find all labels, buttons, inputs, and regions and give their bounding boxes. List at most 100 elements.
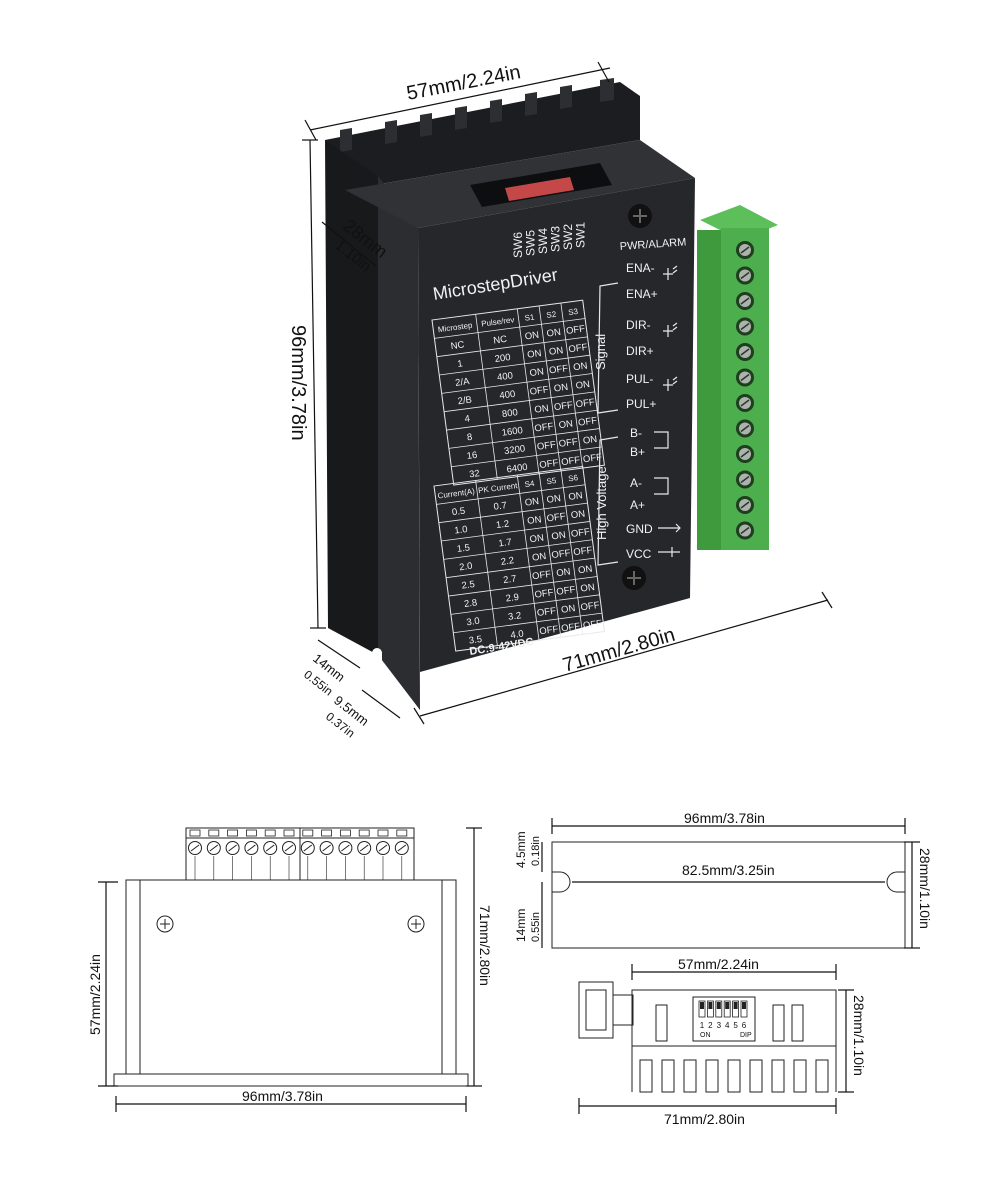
signal-terminal-label: PUL+: [626, 397, 656, 411]
dim-top-height: 57mm/2.24in: [87, 954, 103, 1035]
table-cell: ON: [534, 403, 550, 416]
sw-label: SW4: [536, 228, 550, 254]
terminal-block: [697, 205, 778, 550]
table-cell: 4: [464, 413, 471, 425]
dip-number: 4: [725, 1021, 730, 1030]
table-header-cell: S2: [546, 310, 557, 320]
table-cell: ON: [582, 434, 598, 447]
table-cell: 800: [501, 407, 518, 420]
table-cell: 400: [499, 389, 516, 402]
dim-side-flange-mm: 14mm: [514, 909, 528, 942]
terminal-screw-icon: [394, 841, 409, 855]
table-cell: 8: [466, 432, 473, 444]
table-cell: 1: [457, 358, 464, 370]
table-cell: ON: [553, 382, 569, 395]
heatsink-fins: [325, 78, 640, 190]
table-cell: OFF: [534, 587, 554, 600]
table-cell: OFF: [568, 342, 588, 355]
signal-terminal-label: ENA+: [626, 287, 658, 301]
table-cell: 6400: [506, 462, 528, 476]
dim-side-flange-in: 0.55in: [530, 912, 542, 942]
table-header-cell: S5: [546, 476, 557, 486]
terminal-screw-icon: [244, 841, 259, 855]
signal-label: Signal: [593, 334, 608, 370]
table-cell: 0.5: [451, 506, 466, 519]
table-cell: OFF: [548, 363, 568, 376]
table-cell: ON: [580, 582, 596, 595]
terminal-screw-icon: [300, 841, 315, 855]
table-cell: OFF: [536, 439, 556, 452]
table-cell: 0.7: [493, 500, 508, 513]
left-flange: [325, 140, 378, 655]
terminal-screw-icon: [338, 841, 353, 855]
table-cell: OFF: [580, 600, 600, 613]
table-cell: 3200: [504, 443, 526, 457]
table-cell: ON: [575, 379, 591, 392]
bottom-screw: [622, 566, 646, 590]
table-cell: ON: [548, 345, 564, 358]
coil-icon: [654, 431, 669, 495]
table-cell: OFF: [575, 397, 595, 410]
table-cell: OFF: [582, 618, 602, 631]
signal-terminal-label: DIR-: [626, 318, 651, 332]
terminal-screw-icon: [376, 841, 390, 855]
table-cell: ON: [556, 566, 572, 579]
table-header-cell: S1: [524, 313, 535, 323]
high-voltage-label: High Voltage: [594, 466, 609, 540]
table-cell: 16: [466, 450, 478, 462]
table-cell: ON: [527, 348, 543, 361]
sw-label: SW1: [574, 222, 588, 248]
dim-side-hole-spacing: 82.5mm/3.25in: [682, 862, 775, 878]
table-cell: OFF: [536, 606, 556, 619]
table-cell: ON: [558, 418, 574, 431]
dim-side-top-mm: 4.5mm: [514, 831, 528, 868]
table-cell: 4.0: [510, 629, 525, 642]
table-cell: 1.7: [498, 537, 513, 550]
top-screw: [628, 204, 652, 228]
table-cell: 400: [496, 370, 513, 383]
left-side: [378, 176, 420, 710]
dip-number: 2: [708, 1021, 713, 1030]
table-cell: ON: [568, 490, 584, 503]
power-terminal-label: A-: [630, 476, 642, 490]
dim-iso-height: 96mm/3.78in: [287, 325, 309, 441]
dim-top-width: 96mm/3.78in: [242, 1088, 323, 1104]
terminal-screw-icon: [188, 841, 202, 855]
table-cell: 1600: [501, 425, 523, 439]
dim-end-height: 28mm/1.10in: [851, 995, 867, 1076]
table-cell: NC: [493, 334, 508, 347]
table-cell: ON: [577, 564, 593, 577]
table-cell: ON: [529, 533, 545, 546]
table-cell: ON: [531, 551, 547, 564]
table-cell: 2.7: [503, 574, 518, 587]
terminal-screw-icon: [206, 841, 221, 855]
table-cell: 1.5: [456, 542, 471, 555]
table-cell: OFF: [546, 511, 566, 524]
side-view-drawing: 96mm/3.78in 82.5mm/3.25in 28mm/1.10in 4.…: [514, 810, 933, 949]
table-cell: 2.9: [505, 592, 520, 605]
signal-terminal-label: ENA-: [626, 261, 655, 275]
table-cell: OFF: [565, 324, 585, 337]
signal-terminal-label: PUL-: [626, 372, 653, 386]
terminal-screw-icon: [357, 841, 372, 855]
table-cell: 3.5: [468, 634, 483, 647]
power-terminal-label: B-: [630, 426, 642, 440]
table-cell: OFF: [539, 458, 559, 471]
table-cell: OFF: [529, 384, 549, 397]
table-cell: ON: [570, 508, 586, 521]
terminal-screw-icon: [263, 841, 278, 855]
signal-terminal-label: DIR+: [626, 344, 654, 358]
table-cell: OFF: [539, 624, 559, 637]
table-cell: ON: [573, 361, 589, 374]
table-header-cell: S4: [524, 479, 535, 489]
dim-side-length: 96mm/3.78in: [684, 810, 765, 826]
dip-on-label: ON: [700, 1032, 711, 1039]
sw-label: SW2: [561, 224, 575, 250]
dip-switch-block: [505, 177, 574, 201]
table-cell: 2.5: [461, 579, 476, 592]
table-cell: OFF: [561, 455, 581, 468]
table-cell: OFF: [551, 548, 571, 561]
table-cell: 2/A: [455, 376, 471, 389]
